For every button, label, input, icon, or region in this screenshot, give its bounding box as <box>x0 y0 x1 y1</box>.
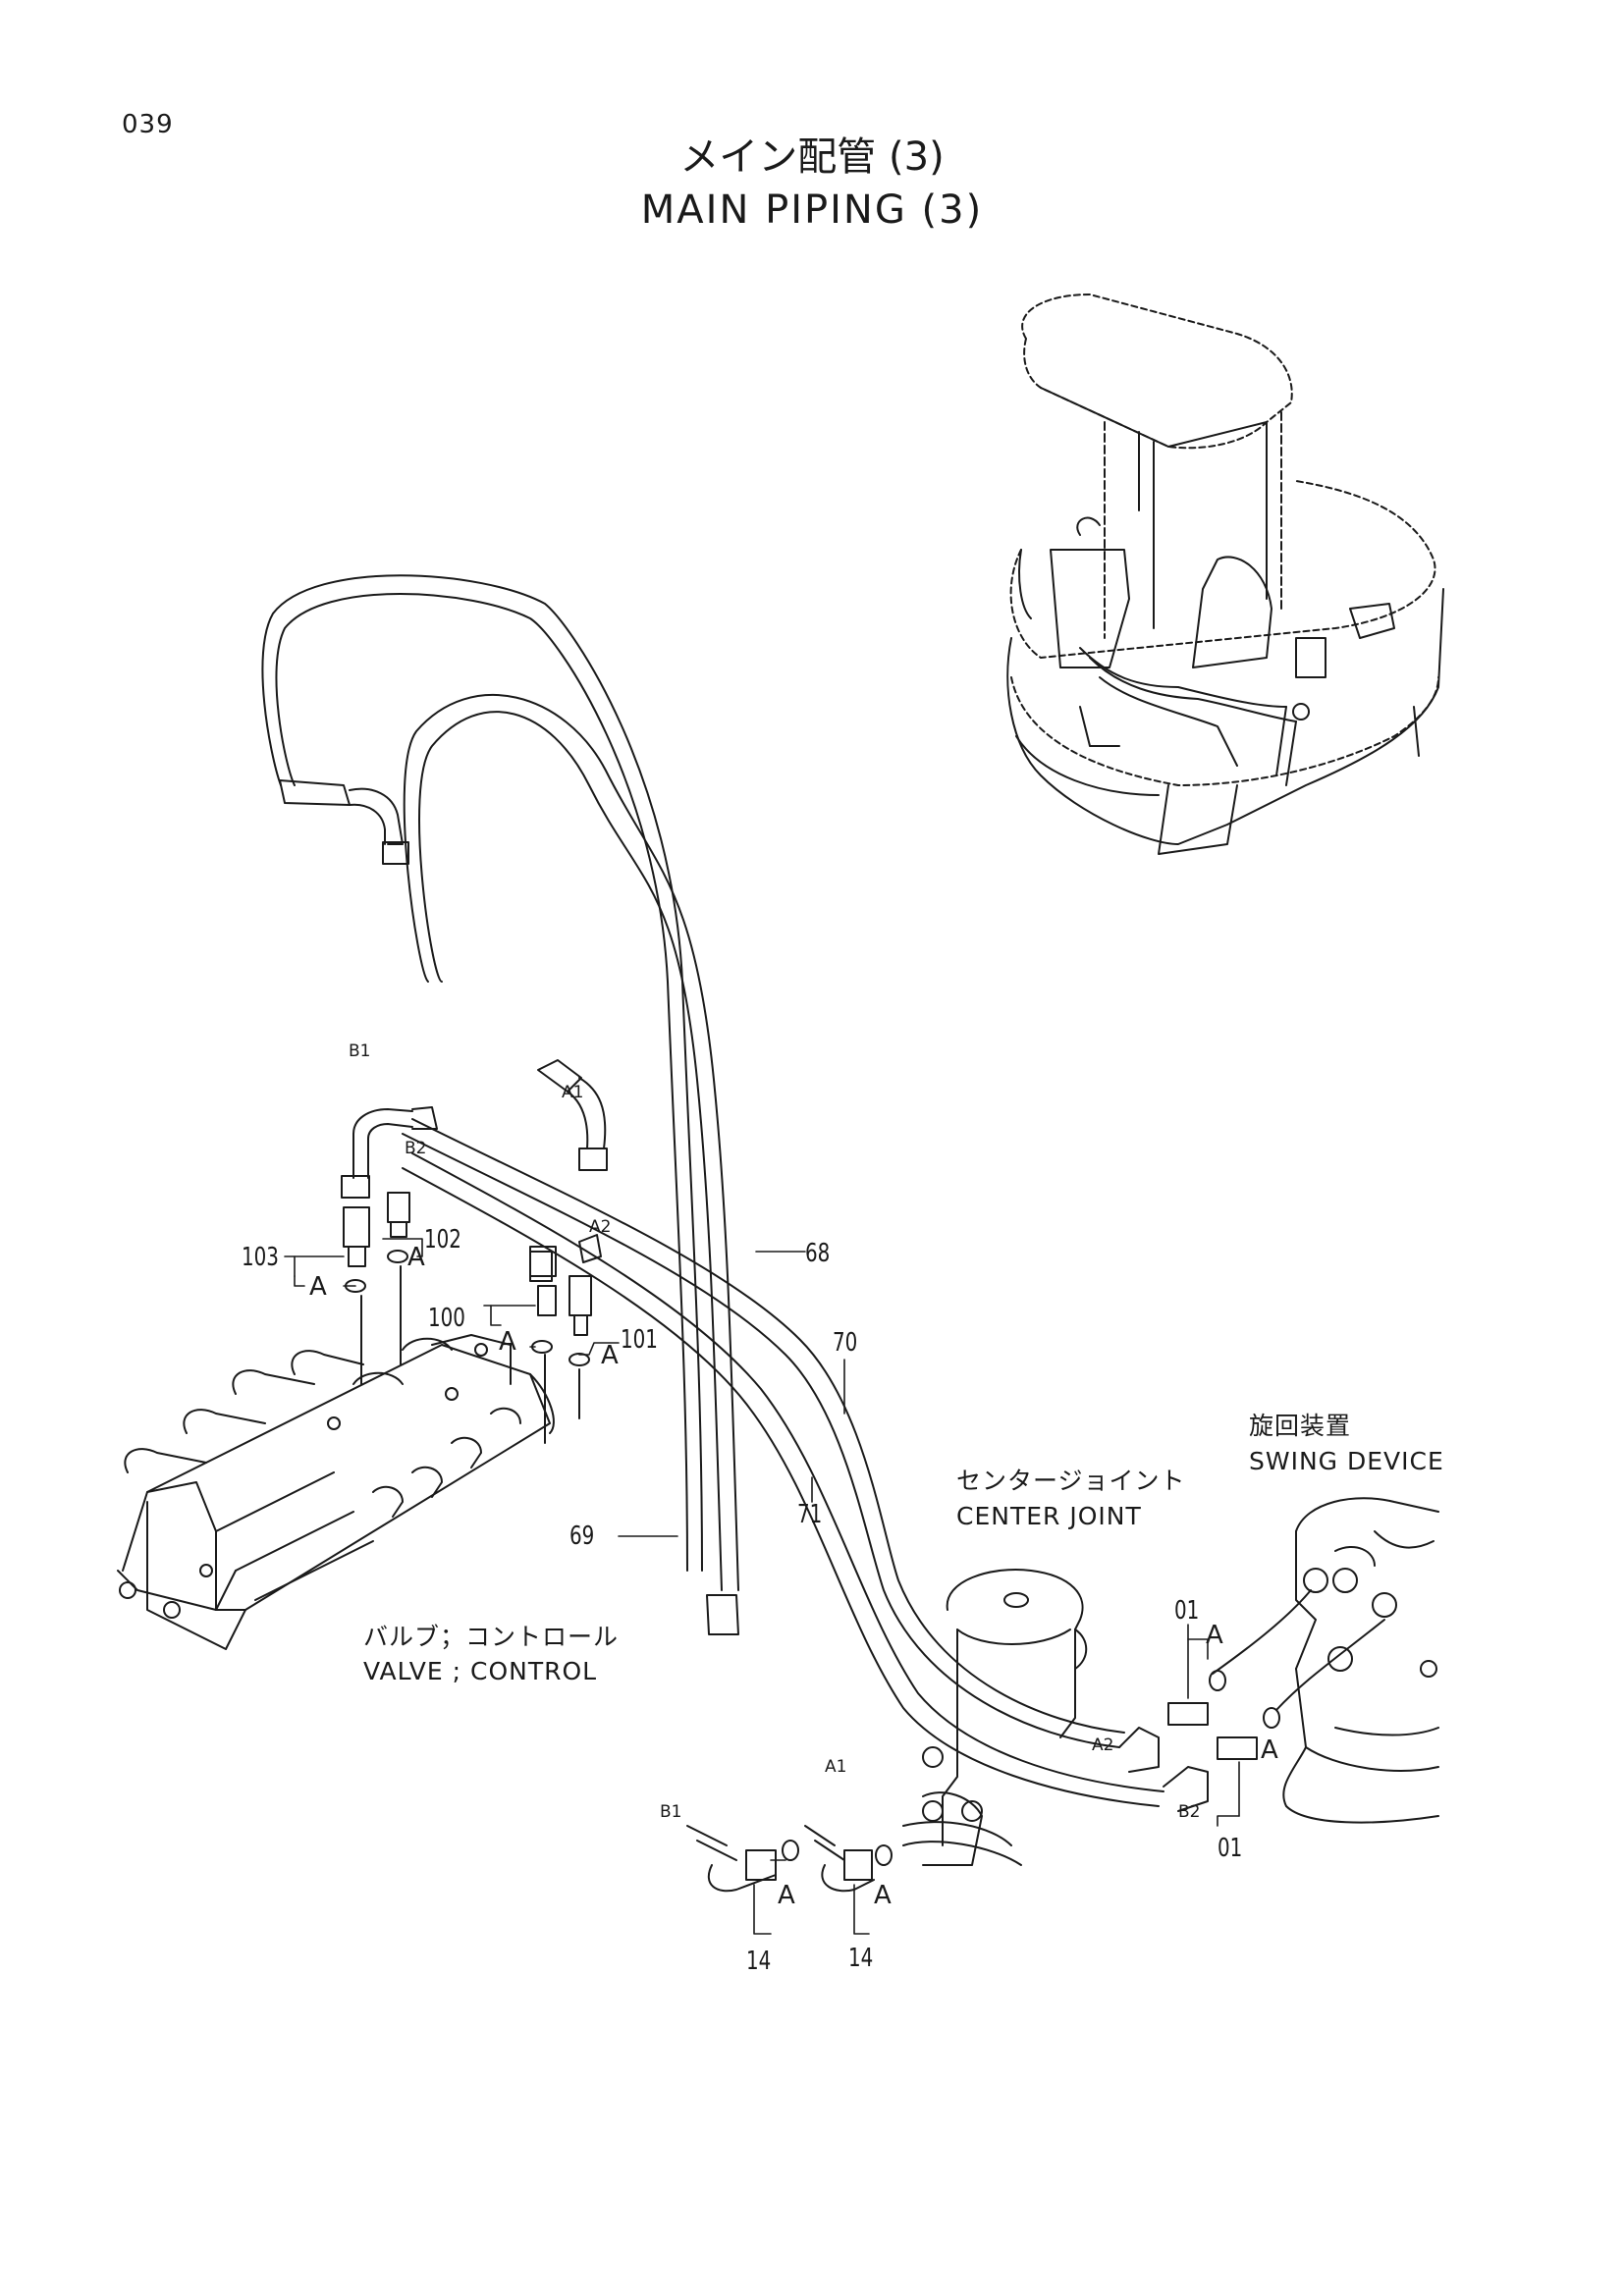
hose-68 <box>403 694 739 1591</box>
port-label-a2-right: A2 <box>1092 1735 1114 1755</box>
excavator-overview <box>1006 294 1444 855</box>
fittings-14 <box>686 1594 893 1893</box>
hose-70-71 <box>402 1118 1164 1807</box>
part-number-102: 102 <box>424 1225 461 1255</box>
ref-a-100: A <box>499 1327 516 1357</box>
ref-a-101: A <box>601 1341 619 1370</box>
ref-a-103: A <box>309 1272 327 1302</box>
part-number-70: 70 <box>833 1328 858 1358</box>
swing-device <box>1282 1497 1439 1824</box>
part-number-100: 100 <box>428 1304 465 1333</box>
part-number-103: 103 <box>242 1243 279 1272</box>
part-number-69: 69 <box>569 1522 595 1551</box>
port-label-a1-bottom: A1 <box>825 1757 847 1777</box>
label-swing-device-en: SWING DEVICE <box>1249 1447 1444 1475</box>
leader-lines <box>284 1238 1240 1935</box>
page-title-en: MAIN PIPING (3) <box>640 187 984 233</box>
label-valve-en: VALVE ; CONTROL <box>363 1657 598 1685</box>
control-valve <box>117 1334 555 1650</box>
part-number-14-left: 14 <box>746 1947 772 1976</box>
page-title-jp: メイン配管 (3) <box>679 134 945 180</box>
fitting-a1-top <box>537 1059 608 1171</box>
pipe-b2 <box>341 1106 438 1199</box>
ref-a-14-right: A <box>874 1881 892 1910</box>
label-center-joint-jp: センタージョイント <box>956 1467 1186 1495</box>
port-label-b2-top: B2 <box>405 1139 427 1158</box>
port-label-b2-right: B2 <box>1178 1802 1201 1822</box>
fitting-a2-top <box>529 1234 602 1277</box>
ref-a-01-lower: A <box>1261 1735 1278 1765</box>
hose-69 <box>261 574 703 1572</box>
part-number-01-lower: 01 <box>1218 1834 1243 1863</box>
port-label-a2-top: A2 <box>589 1217 612 1237</box>
label-valve-jp: バルブ；コントロール <box>363 1623 620 1651</box>
ref-a-14-left: A <box>778 1881 795 1910</box>
ref-a-102: A <box>407 1243 425 1272</box>
center-joint <box>902 1569 1088 1866</box>
fittings-01 <box>1118 1589 1385 1812</box>
valve-fittings <box>343 1192 592 1444</box>
label-swing-device-jp: 旋回装置 <box>1249 1412 1352 1440</box>
part-number-71: 71 <box>797 1500 823 1529</box>
part-number-01-upper: 01 <box>1174 1596 1200 1626</box>
ref-a-01-upper: A <box>1206 1621 1223 1650</box>
port-label-b1-top: B1 <box>349 1041 371 1061</box>
part-number-14-right: 14 <box>848 1944 874 1973</box>
port-label-a1-top: A1 <box>562 1083 584 1102</box>
part-number-101: 101 <box>621 1325 658 1355</box>
port-label-b1-bottom: B1 <box>660 1802 682 1822</box>
page-number: 039 <box>122 110 174 139</box>
part-number-68: 68 <box>805 1239 831 1268</box>
label-center-joint-en: CENTER JOINT <box>956 1502 1142 1530</box>
